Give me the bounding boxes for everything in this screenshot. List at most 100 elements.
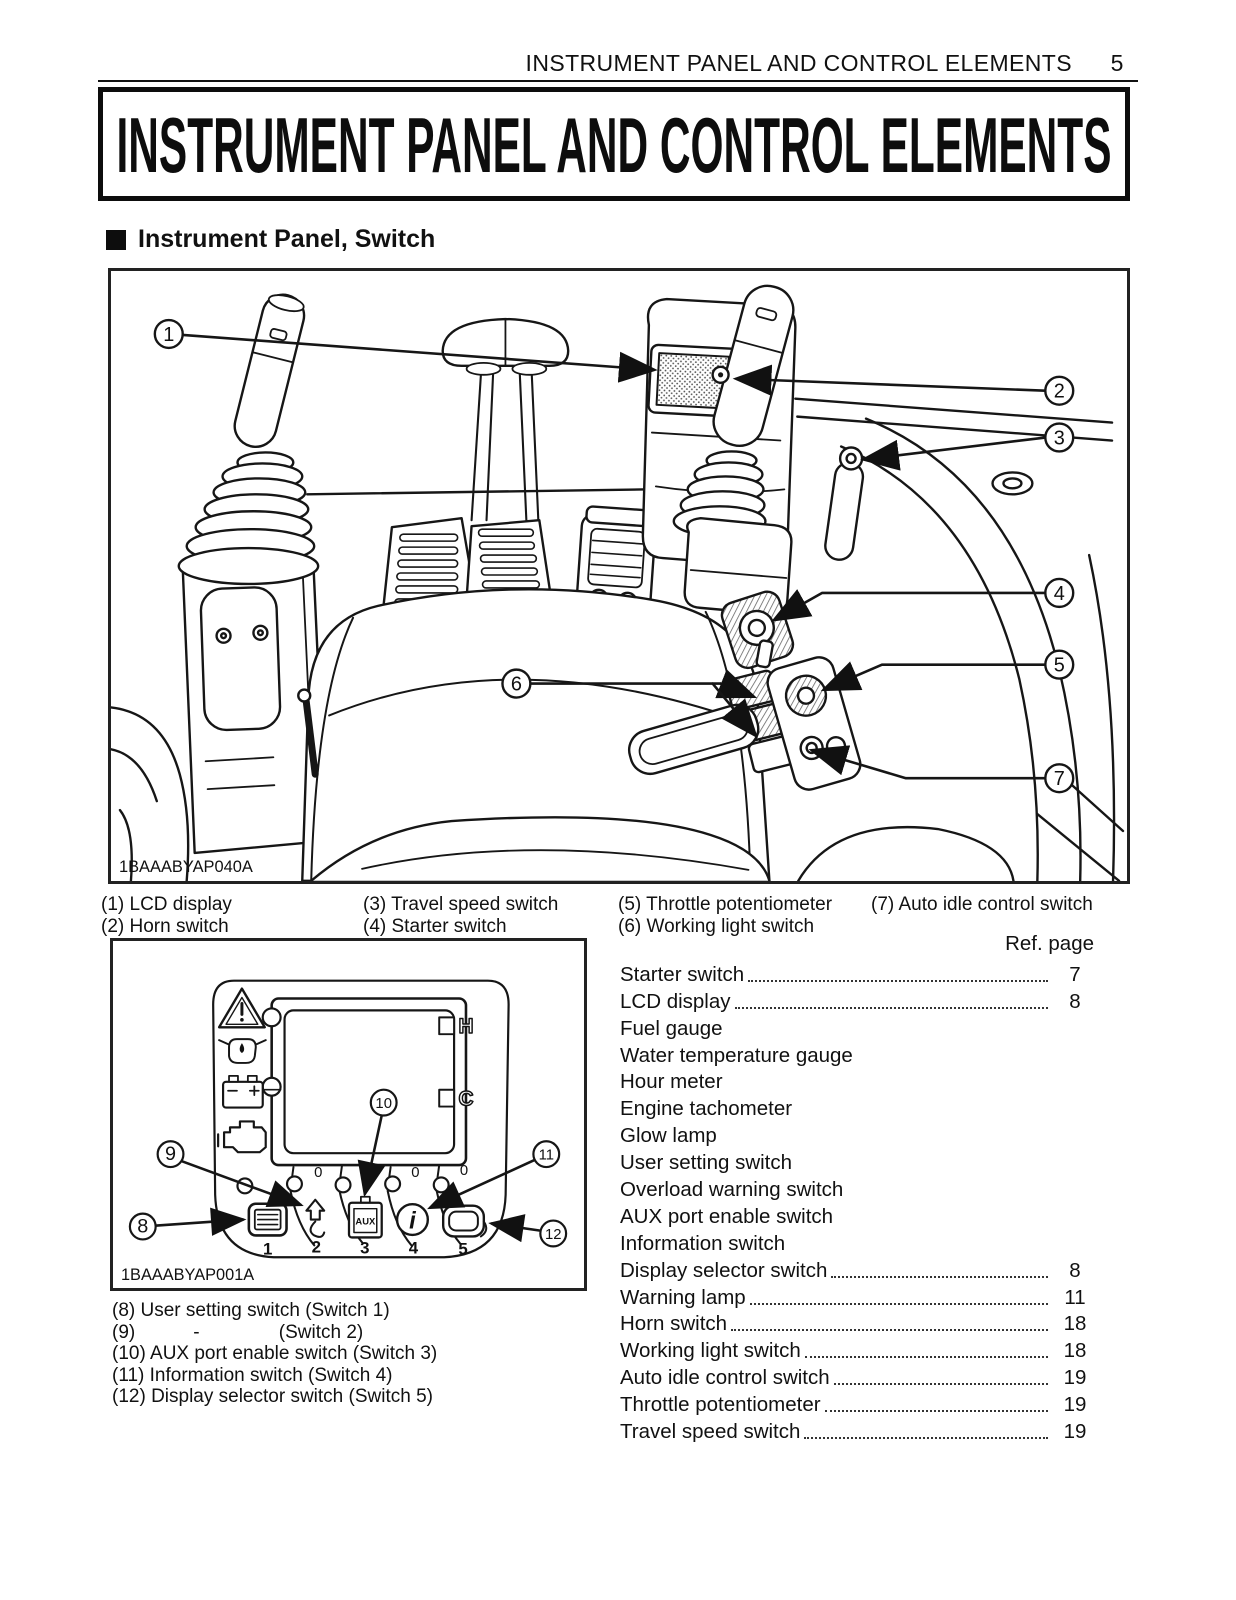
hot-marker: H	[458, 1015, 473, 1038]
figure2-caption: (8) User setting switch (Switch 1)(9) - …	[112, 1300, 437, 1408]
lcd-screen	[283, 1009, 456, 1155]
dot-leader	[748, 979, 1048, 982]
svg-text:6: 6	[511, 674, 522, 696]
caption-col-1: (1) LCD display(2) Horn switch	[101, 894, 363, 938]
svg-text:2: 2	[312, 1237, 321, 1256]
svg-text:4: 4	[1054, 583, 1065, 605]
caption-line: (2) Horn switch	[101, 916, 229, 937]
switch-numbers: 1 2 3 4 5	[263, 1237, 468, 1258]
user-setting-switch-icon	[247, 1202, 288, 1237]
callout-12	[539, 1219, 568, 1248]
ref-page-item: Auto idle control switch 19	[620, 1363, 1098, 1390]
cold-marker-box	[438, 1088, 456, 1108]
dot-leader	[804, 1437, 1048, 1440]
ref-page-item: AUX port enable switch	[620, 1202, 1098, 1229]
dot-leader	[831, 1275, 1048, 1278]
hook-arrow-icon	[305, 1198, 326, 1238]
ref-item-label: LCD display	[620, 989, 731, 1013]
callout-2	[1044, 375, 1075, 406]
ref-page-item: Hour meter	[620, 1068, 1098, 1095]
svg-text:0: 0	[411, 1165, 419, 1181]
caption-col-3: (5) Throttle potentiometer(6) Working li…	[618, 894, 871, 938]
chapter-title-text: INSTRUMENT PANEL AND CONTROL ELEMENTS	[117, 101, 1112, 189]
dot-leader	[731, 1329, 1048, 1332]
indicator-led	[261, 1007, 282, 1028]
ref-item-page: 18	[1063, 1339, 1087, 1363]
callout-10	[369, 1088, 398, 1117]
ref-page-item: Warning lamp 11	[620, 1283, 1098, 1310]
caption-line: (11) Information switch (Switch 4)	[112, 1364, 393, 1386]
ref-item-label: User setting switch	[620, 1151, 793, 1175]
caption-line: (9) - (Switch 2)	[112, 1321, 364, 1343]
ref-item-label: Warning lamp	[620, 1285, 746, 1309]
ref-item-label: Glow lamp	[620, 1124, 717, 1148]
callout-11	[532, 1140, 561, 1169]
engine-icon	[217, 1120, 267, 1154]
figure2-label: 1BAAABYAP001A	[121, 1266, 254, 1284]
svg-text:4: 4	[409, 1238, 419, 1257]
callout-1	[153, 318, 184, 350]
ref-page-item: Glow lamp	[620, 1121, 1098, 1148]
ref-page-item: Starter switch 7	[620, 960, 1098, 987]
svg-text:7: 7	[1054, 768, 1065, 790]
callout-6	[501, 668, 532, 699]
cold-marker: C	[458, 1088, 473, 1111]
info-icon: i	[395, 1203, 430, 1237]
wheel-arch	[839, 417, 1125, 881]
ref-item-label: Hour meter	[620, 1070, 723, 1094]
folded-lever	[575, 505, 657, 617]
section-heading-label: Instrument Panel, Switch	[138, 225, 436, 253]
callout-5	[1044, 649, 1075, 680]
callout-3	[1044, 422, 1075, 453]
ref-item-page: 7	[1069, 962, 1081, 986]
dot-leader	[749, 1302, 1048, 1305]
section-square-icon	[106, 229, 126, 250]
callout-8	[128, 1212, 157, 1241]
caption-line: (1) LCD display	[101, 894, 232, 915]
section-heading: Instrument Panel, Switch	[106, 225, 435, 254]
ref-page-item: User setting switch	[620, 1148, 1098, 1175]
ref-page-header: Ref. page	[1005, 932, 1094, 955]
ref-item-page: 8	[1069, 989, 1081, 1013]
ref-item-label: Starter switch	[620, 962, 745, 986]
ref-item-label: Travel speed switch	[620, 1420, 801, 1444]
figure-instrument-panel: H C	[110, 938, 587, 1291]
instrument-panel-drawing: H C	[121, 979, 568, 1284]
header-rule	[98, 80, 1138, 82]
callouts: 1 2 3 4 5 6 7	[153, 318, 1075, 794]
svg-text:i: i	[409, 1208, 417, 1235]
svg-text:1: 1	[263, 1239, 272, 1258]
aux-port-switch-icon: AUX	[347, 1195, 383, 1239]
svg-text:9: 9	[165, 1143, 176, 1165]
ref-item-label: Throttle potentiometer	[620, 1393, 821, 1417]
caption-line: (10) AUX port enable switch (Switch 3)	[112, 1343, 438, 1364]
chapter-title: INSTRUMENT PANEL AND CONTROL ELEMENTS	[117, 101, 1112, 189]
ref-page-list: Ref. page Starter switch 7 LCD display 8…	[620, 932, 1098, 1444]
caption-line: (6) Working light switch	[618, 916, 815, 937]
travel-speed-switch	[824, 446, 865, 561]
ref-page-item: Engine tachometer	[620, 1094, 1098, 1121]
ref-item-label: Auto idle control switch	[620, 1366, 830, 1390]
svg-text:0: 0	[314, 1165, 322, 1181]
left-joystick	[177, 293, 320, 586]
dot-leader	[824, 1410, 1048, 1413]
caption-line: (7) Auto idle control switch	[871, 894, 1093, 915]
ref-item-label: AUX port enable switch	[620, 1204, 834, 1228]
ref-item-page: 11	[1064, 1285, 1086, 1309]
dot-leader	[833, 1383, 1048, 1386]
svg-text:AUX: AUX	[355, 1216, 376, 1227]
callout-leaders	[155, 1114, 541, 1243]
ref-item-label: Fuel gauge	[620, 1016, 723, 1040]
svg-text:5: 5	[458, 1239, 467, 1258]
ref-page-item: Information switch	[620, 1229, 1098, 1256]
callout-4	[1044, 577, 1075, 609]
svg-text:0: 0	[460, 1163, 468, 1179]
chapter-title-box: INSTRUMENT PANEL AND CONTROL ELEMENTS	[98, 87, 1130, 201]
ref-page-item: Working light switch 18	[620, 1336, 1098, 1363]
ref-item-page: 18	[1063, 1312, 1087, 1336]
oil-pressure-icon	[218, 1038, 267, 1064]
ref-page-item: Display selector switch 8	[620, 1256, 1098, 1283]
hot-marker-box	[438, 1016, 456, 1036]
svg-text:10: 10	[375, 1096, 392, 1112]
